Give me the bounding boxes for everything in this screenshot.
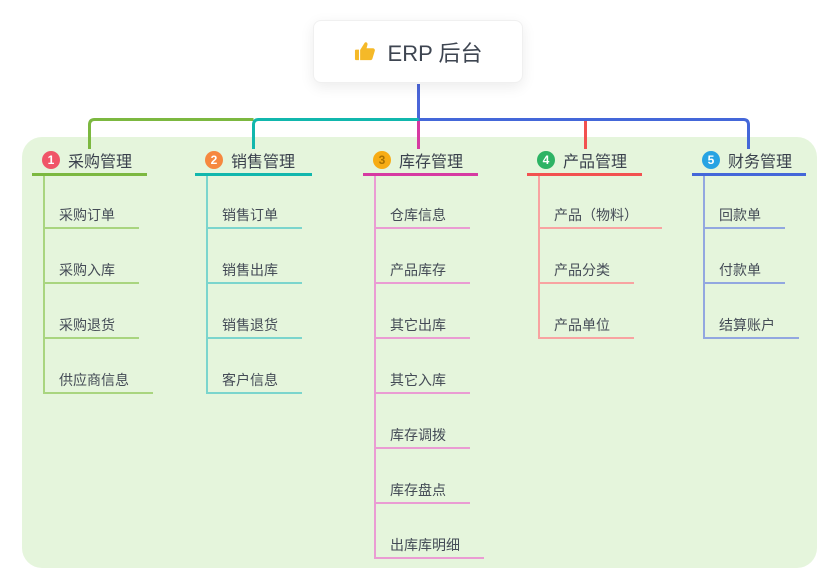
branch-node-3[interactable]: 3 库存管理	[363, 147, 478, 176]
thumbs-up-icon	[354, 40, 377, 63]
branch-1-number-badge: 1	[42, 151, 60, 169]
branch-node-5[interactable]: 5 财务管理	[692, 147, 806, 176]
child-node-3-5[interactable]: 库存调拨	[374, 423, 470, 449]
child-node-3-1[interactable]: 仓库信息	[374, 203, 470, 229]
child-node-2-4[interactable]: 客户信息	[206, 368, 302, 394]
child-node-3-2[interactable]: 产品库存	[374, 258, 470, 284]
branch-5-children-spine	[703, 176, 705, 339]
branch-node-1[interactable]: 1 采购管理	[32, 147, 147, 176]
root-node-erp[interactable]: ERP 后台	[313, 20, 523, 83]
branch-4-label: 产品管理	[563, 154, 628, 171]
child-node-1-2[interactable]: 采购入库	[43, 258, 139, 284]
branch-2-number-badge: 2	[205, 151, 223, 169]
branch-5-label: 财务管理	[728, 154, 793, 171]
branch-4-children-spine	[538, 176, 540, 339]
child-node-4-2[interactable]: 产品分类	[538, 258, 634, 284]
child-node-4-3[interactable]: 产品单位	[538, 313, 634, 339]
child-node-1-3[interactable]: 采购退货	[43, 313, 139, 339]
child-node-2-3[interactable]: 销售退货	[206, 313, 302, 339]
branch-4-number-badge: 4	[537, 151, 555, 169]
child-node-3-7[interactable]: 出库库明细	[374, 533, 484, 559]
branch-1-children-spine	[43, 176, 45, 394]
child-node-2-1[interactable]: 销售订单	[206, 203, 302, 229]
branch-1-label: 采购管理	[68, 154, 133, 171]
child-node-2-2[interactable]: 销售出库	[206, 258, 302, 284]
branch-node-4[interactable]: 4 产品管理	[527, 147, 642, 176]
branch-3-label: 库存管理	[399, 154, 464, 171]
child-node-1-1[interactable]: 采购订单	[43, 203, 139, 229]
child-node-3-3[interactable]: 其它出库	[374, 313, 470, 339]
branches-panel	[22, 137, 817, 568]
child-node-4-1[interactable]: 产品（物料）	[538, 203, 662, 229]
branch-3-number-badge: 3	[373, 151, 391, 169]
branch-5-number-badge: 5	[702, 151, 720, 169]
root-node-label: ERP 后台	[387, 40, 483, 66]
branch-node-2[interactable]: 2 销售管理	[195, 147, 312, 176]
child-node-3-6[interactable]: 库存盘点	[374, 478, 470, 504]
child-node-5-3[interactable]: 结算账户	[703, 313, 799, 339]
branch-2-label: 销售管理	[231, 154, 296, 171]
branch-3-children-spine	[374, 176, 376, 559]
child-node-5-2[interactable]: 付款单	[703, 258, 785, 284]
child-node-1-4[interactable]: 供应商信息	[43, 368, 153, 394]
child-node-5-1[interactable]: 回款单	[703, 203, 785, 229]
child-node-3-4[interactable]: 其它入库	[374, 368, 470, 394]
branch-2-children-spine	[206, 176, 208, 394]
